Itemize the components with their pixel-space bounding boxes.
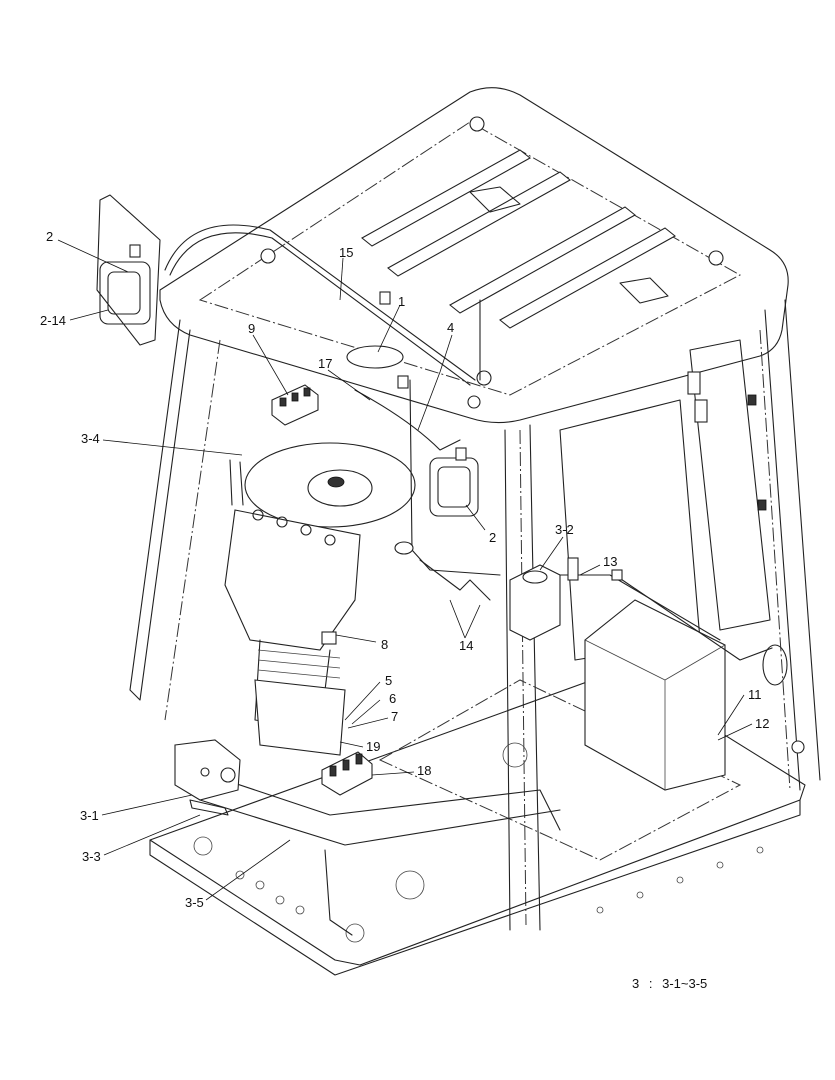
note-separator: : <box>648 976 653 991</box>
floor-plate-edge <box>149 799 801 976</box>
callout-3-5: 3-5 <box>185 895 204 910</box>
dome-light <box>346 345 404 369</box>
connectors <box>129 244 788 686</box>
steering-console <box>224 442 416 756</box>
callout-14: 14 <box>459 638 474 653</box>
callout-17: 17 <box>318 356 333 371</box>
roof-inner-outline <box>198 121 742 396</box>
callout-18: 18 <box>417 763 432 778</box>
floor-opening <box>378 679 742 861</box>
work-lamp <box>429 457 479 517</box>
callout-1: 1 <box>398 294 406 309</box>
callout-7: 7 <box>391 709 399 724</box>
callout-3-3: 3-3 <box>82 849 101 864</box>
side-bracket <box>174 739 241 816</box>
callout-3-2: 3-2 <box>555 522 574 537</box>
roof-handle <box>619 277 669 304</box>
wiring-harness <box>164 224 773 936</box>
note-ref: 3 <box>632 976 640 991</box>
callout-5: 5 <box>385 673 393 688</box>
callout-19: 19 <box>366 739 381 754</box>
callout-3-1: 3-1 <box>80 808 99 823</box>
callout-11: 11 <box>748 687 762 702</box>
battery-box <box>584 599 726 791</box>
leader-lines <box>57 239 753 901</box>
callout-2-upper-left: 2 <box>46 229 54 244</box>
callout-15: 15 <box>339 245 354 260</box>
callout-12: 12 <box>755 716 770 731</box>
relay-block <box>321 751 373 796</box>
washer-tank <box>509 564 561 641</box>
floor-holes <box>193 740 805 943</box>
callout-6: 6 <box>389 691 397 706</box>
cab-pillars <box>129 299 821 931</box>
callout-2-14: 2-14 <box>40 313 67 328</box>
roof-slots <box>361 149 676 329</box>
roof-outline <box>159 87 789 424</box>
roof-bolts <box>260 116 724 409</box>
callout-2-center: 2 <box>489 530 497 545</box>
callout-3-4: 3-4 <box>81 431 100 446</box>
callout-8: 8 <box>381 637 389 652</box>
work-lamp <box>96 194 161 346</box>
callout-9: 9 <box>248 321 256 336</box>
switch-block <box>271 384 319 426</box>
assembly-note: 3 : 3-1~3-5 <box>632 976 713 991</box>
roof-handle <box>469 186 521 213</box>
callout-4: 4 <box>447 320 455 335</box>
note-range: 3-1~3-5 <box>662 976 708 991</box>
door-hinges <box>687 371 767 511</box>
callout-13: 13 <box>603 554 618 569</box>
